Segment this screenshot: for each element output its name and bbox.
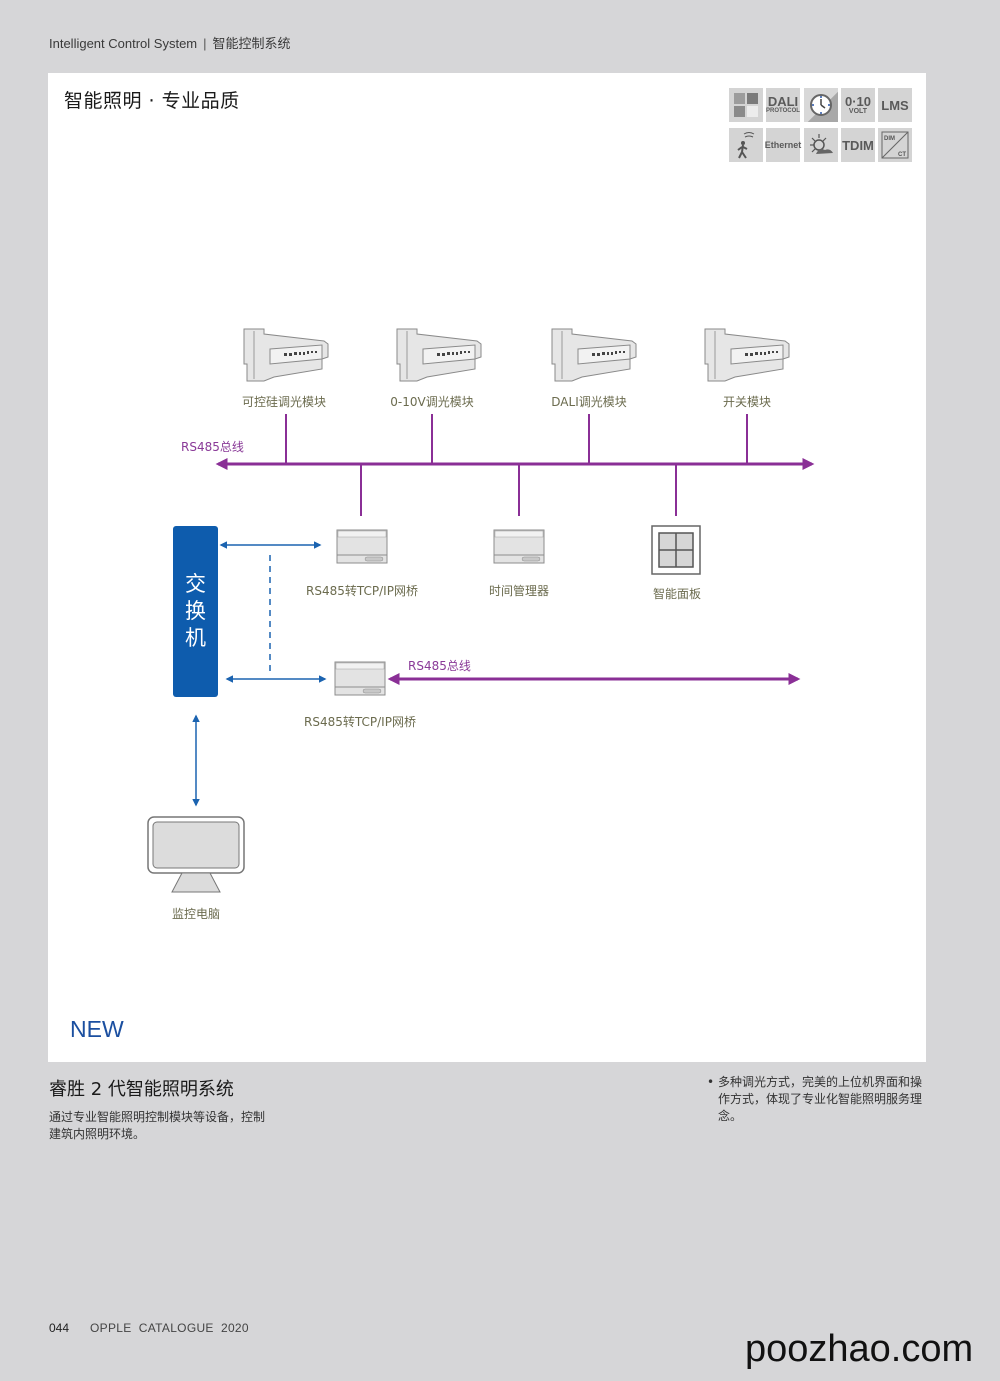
daylight-sensor-icon: [804, 128, 838, 162]
device-label: RS485转TCP/IP网桥: [306, 584, 418, 598]
grid-squares-icon: [729, 88, 763, 122]
zero-ten-text: 0·10: [844, 93, 872, 109]
module-label: 开关模块: [722, 395, 772, 409]
module-device-image: [551, 328, 637, 382]
device-label: 智能面板: [652, 587, 702, 601]
lms-text: LMS: [881, 97, 909, 113]
page-number: 044: [49, 1321, 70, 1335]
ct-text: CT: [898, 152, 906, 158]
header-separator: |: [203, 36, 207, 51]
motion-sensor-icon: [729, 128, 763, 162]
system-title: 睿胜 2 代智能照明系统: [49, 1079, 234, 1100]
bullet-text: 多种调光方式，完美的上位机界面和操作方式，体现了专业化智能照明服务理念。: [718, 1075, 923, 1123]
bridge2-device-image: [334, 661, 386, 696]
volt-text: VOLT: [848, 107, 868, 115]
bridge-device-image: [336, 529, 388, 564]
bullet-dot-icon: •: [707, 1075, 715, 1089]
module-device-image: [243, 328, 329, 382]
new-tag: NEW: [70, 1016, 124, 1042]
module-device-image: [704, 328, 790, 382]
smart-panel-device-image: [651, 525, 701, 575]
bus-bottom-label: RS485总线: [408, 659, 471, 673]
protocol-text: PROTOCOL: [766, 108, 800, 114]
ethernet-text: Ethernet: [764, 140, 802, 150]
panel-title: 智能照明 · 专业品质: [64, 90, 240, 112]
dali-protocol-icon: DALI PROTOCOL: [766, 88, 800, 122]
device-label: 时间管理器: [488, 584, 550, 598]
module-label: 可控硅调光模块: [241, 395, 327, 409]
monitor-device-image: [147, 816, 245, 893]
dim-text: DIM: [884, 136, 895, 142]
module-label: 0-10V调光模块: [390, 395, 474, 409]
switch-char: 机: [185, 626, 206, 650]
dali-text: DALI: [767, 94, 799, 109]
tdim-icon: TDIM: [841, 128, 875, 162]
switch-char: 交: [185, 572, 206, 596]
bus-drop-lines: [285, 414, 748, 516]
module-label: DALI调光模块: [551, 395, 627, 409]
bus-top-label: RS485总线: [181, 440, 244, 454]
page-header: Intelligent Control System | 智能控制系统: [49, 33, 291, 52]
dim-ct-icon: DIM CT: [878, 128, 912, 162]
module-device-image: [396, 328, 482, 382]
watermark: poozhao.com: [745, 1328, 974, 1370]
bridge2-label: RS485转TCP/IP网桥: [304, 715, 416, 729]
monitor-label: 监控电脑: [171, 907, 221, 921]
feature-bullet: • 多种调光方式，完美的上位机界面和操作方式，体现了专业化智能照明服务理念。: [707, 1074, 932, 1125]
section-title-en: Intelligent Control System: [49, 36, 198, 51]
time-manager-device-image: [493, 529, 545, 564]
section-title-cn: 智能控制系统: [212, 36, 291, 51]
network-switch: 交 换 机: [173, 526, 218, 697]
ethernet-icon: Ethernet: [764, 128, 802, 162]
lms-icon: LMS: [878, 88, 912, 122]
zero-ten-volt-icon: 0·10 VOLT: [841, 88, 875, 122]
switch-char: 换: [185, 599, 206, 623]
clock-icon: [804, 88, 838, 122]
tdim-text: TDIM: [842, 137, 874, 153]
catalogue-name: OPPLE CATALOGUE 2020: [90, 1321, 249, 1335]
system-description: 通过专业智能照明控制模块等设备，控制建筑内照明环境。: [49, 1110, 266, 1141]
